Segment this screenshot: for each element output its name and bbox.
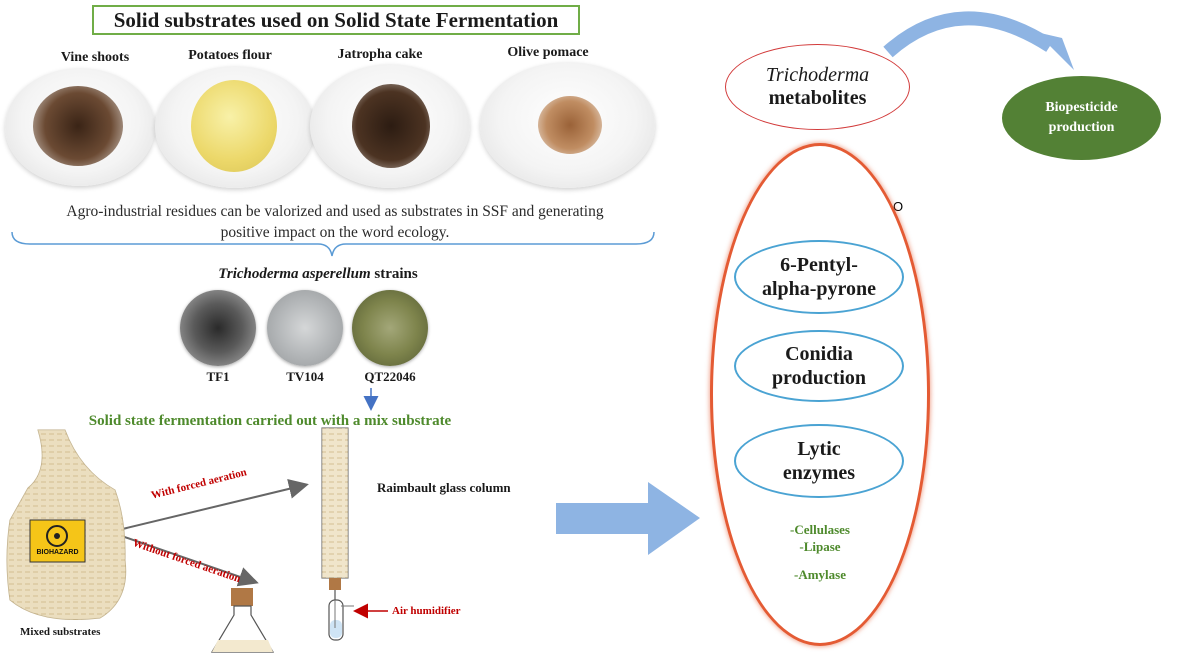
petri-dish-tv104 <box>267 290 343 366</box>
biopesticide-line-1: Biopesticide <box>1045 100 1118 115</box>
biopesticide-ellipse: Biopesticide production <box>1002 76 1161 160</box>
strains-title: Trichoderma asperellum strains <box>188 266 448 283</box>
substrate-label-vine-shoots: Vine shoots <box>60 50 130 65</box>
raimbault-column <box>321 427 354 641</box>
substrate-plate-potatoes-flour <box>155 66 315 188</box>
metabolites-italic: Trichoderma <box>765 64 870 86</box>
big-block-arrow <box>556 482 700 555</box>
enzyme-amylase: -Amylase <box>794 567 846 582</box>
caption: Agro-industrial residues can be valorize… <box>30 201 640 243</box>
substrate-pile-jatropha-cake <box>352 84 430 168</box>
molecule-label-carbonyl-o: O <box>893 199 904 214</box>
enzyme-cellulases: -Cellulases <box>790 522 850 537</box>
strain-label-tv104: TV104 <box>286 369 324 384</box>
caption-line-2: positive impact on the word ecology. <box>220 224 450 241</box>
caption-line-1: Agro-industrial residues can be valorize… <box>66 203 604 220</box>
without-aeration-arrow <box>109 531 259 587</box>
column-label: Raimbault glass column <box>377 480 511 495</box>
biohazard-label: BIOHAZARD <box>36 549 79 556</box>
product-ellipse-conidia: Conidia production <box>734 330 904 402</box>
product-ellipse-lytic-enzymes: Lytic enzymes <box>734 424 904 498</box>
curly-brace <box>11 231 655 257</box>
metabolites-label: metabolites <box>768 87 867 109</box>
product-line-2: production <box>771 367 867 389</box>
petri-dish-qt22046 <box>352 290 428 366</box>
product-line-1: Lytic <box>797 438 841 460</box>
strain-label-tf1: TF1 <box>206 369 230 384</box>
substrate-plate-vine-shoots <box>5 68 155 186</box>
strains-title-italic: Trichoderma asperellum <box>218 266 371 282</box>
substrate-pile-potatoes-flour <box>191 80 277 172</box>
curved-arrow <box>883 11 1054 58</box>
enzyme-lipase: -Lipase <box>799 539 841 554</box>
with-aeration-arrow <box>109 479 309 533</box>
substrate-plate-olive-pomace <box>480 62 655 188</box>
product-line-1: 6-Pentyl- <box>780 254 858 276</box>
substrate-label-jatropha-cake: Jatropha cake <box>337 47 423 62</box>
substrate-plate-jatropha-cake <box>310 64 470 188</box>
product-line-2: enzymes <box>782 462 856 484</box>
page-title: Solid substrates used on Solid State Fer… <box>92 5 580 35</box>
substrate-label-potatoes-flour: Potatoes flour <box>188 48 272 63</box>
mixed-substrates-label: Mixed substrates <box>20 626 101 638</box>
erlenmeyer-flask <box>210 588 275 653</box>
metabolites-ellipse: Trichoderma metabolites <box>725 44 910 130</box>
strain-label-qt22046: QT22046 <box>364 369 416 384</box>
biopesticide-line-2: production <box>1048 120 1115 135</box>
biohazard-bag <box>6 429 127 621</box>
petri-dish-tf1 <box>180 290 256 366</box>
ssf-title: Solid state fermentation carried out wit… <box>88 413 452 429</box>
humidifier-label: Air humidifier <box>392 605 461 617</box>
product-line-1: Conidia <box>785 343 853 365</box>
substrate-label-olive-pomace: Olive pomace <box>507 45 589 60</box>
strains-title-rest: strains <box>370 266 418 282</box>
substrate-pile-olive-pomace <box>538 96 602 154</box>
product-ellipse-pentyl-pyrone: 6-Pentyl- alpha-pyrone <box>734 240 904 314</box>
product-line-2: alpha-pyrone <box>761 278 877 300</box>
substrate-pile-vine-shoots <box>33 86 123 166</box>
